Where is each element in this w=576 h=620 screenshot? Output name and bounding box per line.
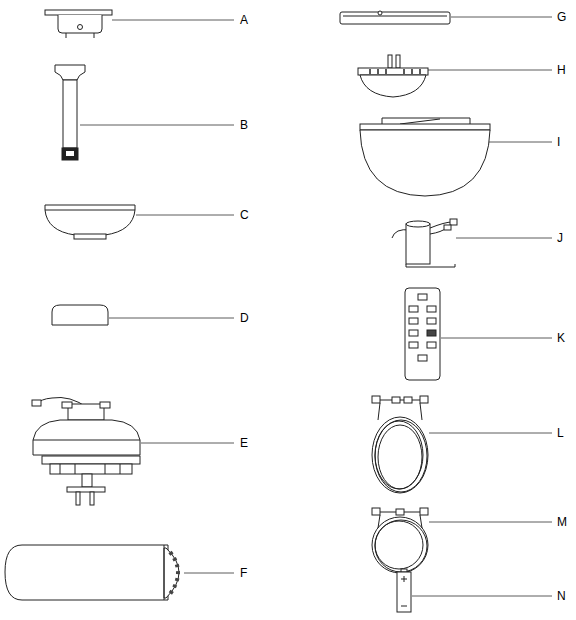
light-adapter — [358, 55, 428, 97]
part-letter: H — [557, 63, 566, 77]
wire-coil — [372, 508, 428, 573]
part-letter: C — [240, 208, 249, 222]
downrod — [55, 65, 85, 160]
canopy — [45, 205, 135, 239]
part-letter: A — [240, 13, 248, 27]
remote-control — [405, 288, 440, 380]
part-letter: B — [240, 118, 248, 132]
battery — [397, 569, 411, 612]
part-letter: F — [240, 566, 247, 580]
part-letter: E — [240, 436, 248, 450]
motor-assembly — [32, 397, 140, 505]
part-letter: K — [557, 331, 565, 345]
switch-housing — [392, 219, 457, 267]
part-letter: L — [557, 426, 564, 440]
part-letter: J — [557, 231, 563, 245]
mounting-plate — [340, 11, 450, 24]
glass-dome — [360, 118, 490, 196]
part-letter: D — [240, 311, 249, 325]
part-letter: N — [557, 589, 566, 603]
part-letter: I — [557, 135, 560, 149]
fan-blade — [5, 545, 179, 600]
wire-coil — [372, 396, 428, 493]
leader-lines — [80, 17, 552, 596]
part-letter: G — [557, 10, 566, 24]
part-letter: M — [557, 515, 567, 529]
coupling-cover — [52, 305, 108, 325]
mounting-bracket — [45, 10, 112, 38]
